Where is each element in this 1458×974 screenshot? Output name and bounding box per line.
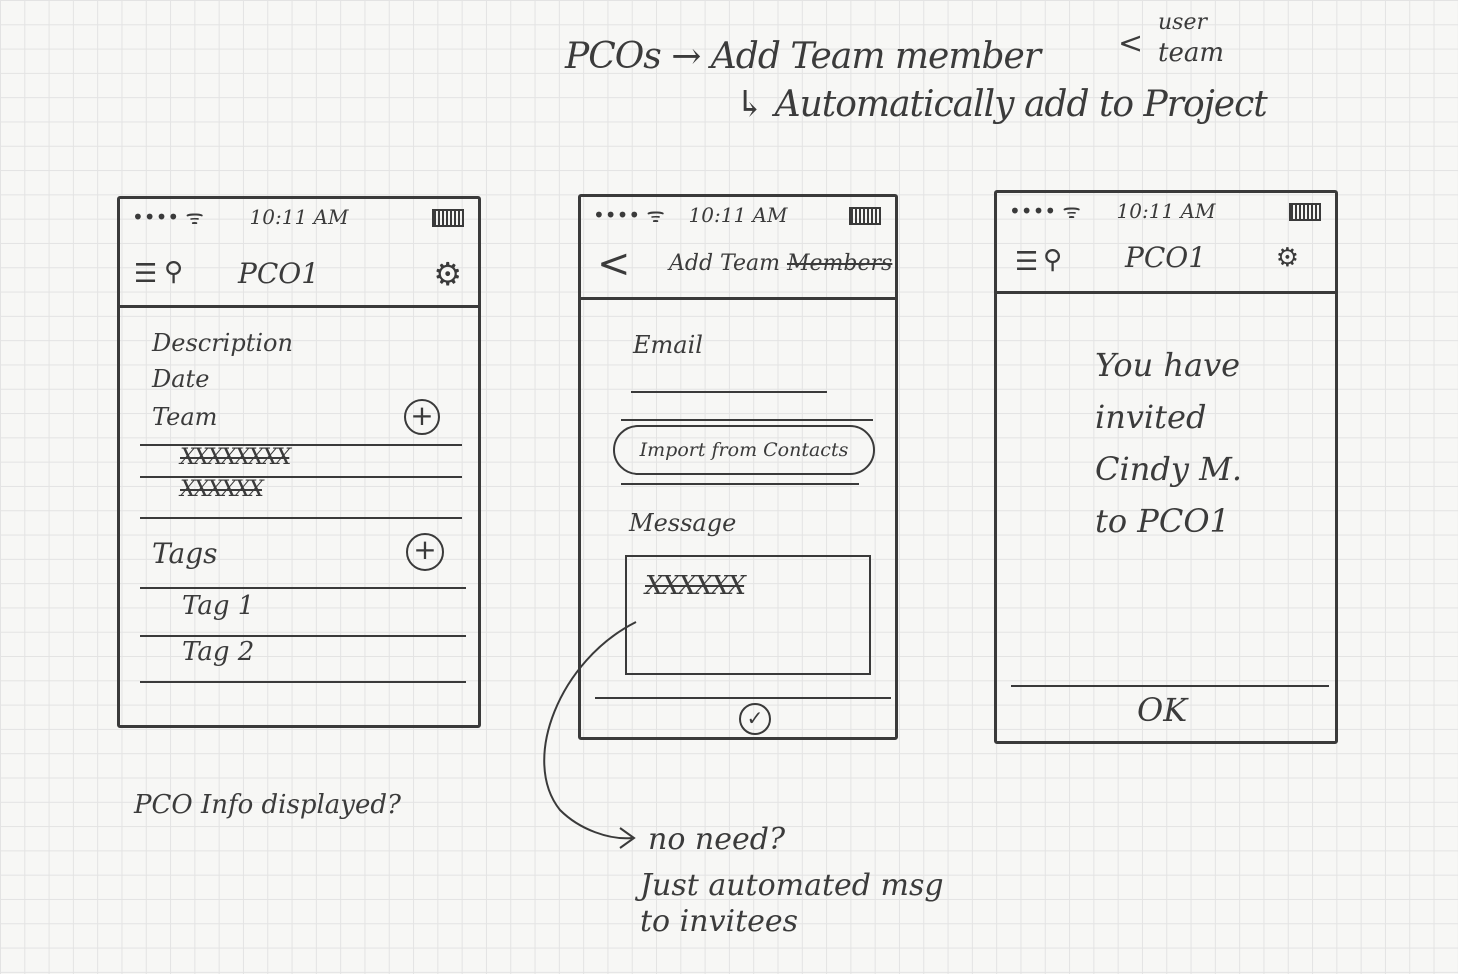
no-need-note: no need? [648, 822, 786, 857]
tag-item[interactable]: Tag 2 [182, 637, 255, 667]
team-member-item[interactable]: XXXXXXXX [180, 445, 291, 470]
confirmation-line: invited [1095, 398, 1207, 436]
wifi-icon: ᯤ [1062, 199, 1081, 223]
struck-title-text: Members [787, 251, 893, 276]
battery-icon [432, 209, 464, 227]
description-label: Description [152, 329, 293, 357]
search-icon[interactable]: ⚲ [1043, 245, 1063, 275]
divider [1011, 685, 1329, 687]
phone-screen-pco-detail: •••• ᯤ 10:11 AM ☰ ⚲ PCO1 ⚙ Description D… [117, 196, 481, 728]
user-note: user [1158, 10, 1207, 35]
gear-icon[interactable]: ⚙ [433, 255, 462, 293]
confirmation-message: You have invited Cindy M. to PCO1 [1095, 339, 1242, 547]
invitees-note: to invitees [640, 904, 799, 939]
page-title: Add Team Members [669, 251, 892, 276]
battery-icon [849, 207, 881, 225]
team-member-item[interactable]: XXXXXX [180, 477, 264, 502]
signal-icon: •••• ᯤ [593, 203, 665, 227]
team-note: team [1158, 38, 1224, 68]
gear-icon[interactable]: ⚙ [1275, 243, 1299, 273]
status-bar: •••• ᯤ 10:11 AM [581, 203, 895, 227]
ok-button[interactable]: OK [1137, 691, 1188, 729]
status-time: 10:11 AM [249, 205, 349, 229]
automated-msg-note: Just automated msg [640, 868, 944, 903]
divider [140, 444, 462, 446]
status-bar: •••• ᯤ 10:11 AM [120, 205, 478, 229]
status-time: 10:11 AM [688, 203, 788, 227]
divider [140, 517, 462, 519]
page-title: PCO1 [1125, 241, 1207, 274]
pco-info-note: PCO Info displayed? [134, 790, 401, 820]
wifi-icon: ᯤ [185, 205, 204, 229]
signal-icon: •••• ᯤ [1009, 199, 1081, 223]
divider [140, 476, 462, 478]
phone-screen-invite-confirmation: •••• ᯤ 10:11 AM ☰ ⚲ PCO1 ⚙ You have invi… [994, 190, 1338, 744]
auto-add-note: ↳ Automatically add to Project [735, 84, 1268, 125]
nav-bar: < Add Team Members [581, 237, 895, 300]
left-arrow-icon: < [1118, 26, 1144, 61]
wifi-icon: ᯤ [646, 203, 665, 227]
add-team-member-button[interactable]: + [404, 399, 440, 435]
phone-screen-add-team: •••• ᯤ 10:11 AM < Add Team Members Email… [578, 194, 898, 740]
signal-icon: •••• ᯤ [132, 205, 204, 229]
search-icon[interactable]: ⚲ [164, 257, 184, 287]
divider [140, 587, 466, 589]
confirmation-line: You have [1095, 346, 1241, 384]
message-textarea[interactable]: XXXXXX [625, 555, 871, 675]
date-label: Date [152, 365, 210, 393]
divider [621, 483, 859, 485]
import-from-contacts-button[interactable]: Import from Contacts [613, 425, 875, 475]
divider [140, 635, 466, 637]
tags-label: Tags [152, 537, 218, 570]
flow-note: PCOs → Add Team member [565, 36, 1041, 77]
tag-item[interactable]: Tag 1 [182, 591, 255, 621]
divider [595, 697, 891, 699]
team-label: Team [152, 403, 218, 431]
curved-arrow-icon: ↳ [735, 84, 775, 125]
menu-icon[interactable]: ☰ [134, 259, 158, 289]
status-time: 10:11 AM [1116, 199, 1216, 223]
status-bar: •••• ᯤ 10:11 AM [997, 199, 1335, 223]
email-field[interactable] [631, 391, 827, 393]
back-chevron-icon[interactable]: < [597, 241, 631, 287]
battery-icon [1289, 203, 1321, 221]
confirmation-line: to PCO1 [1095, 502, 1230, 540]
nav-bar: ☰ ⚲ PCO1 ⚙ [997, 231, 1335, 294]
menu-icon[interactable]: ☰ [1015, 247, 1039, 277]
confirmation-line: Cindy M. [1095, 450, 1242, 488]
auto-add-text: Automatically add to Project [774, 84, 1268, 125]
message-label: Message [629, 509, 737, 537]
divider [621, 419, 873, 421]
title-text: Add Team [669, 251, 781, 276]
page-title: PCO1 [238, 257, 320, 290]
nav-bar: ☰ ⚲ PCO1 ⚙ [120, 245, 478, 308]
email-label: Email [633, 331, 703, 359]
message-value: XXXXXX [645, 571, 746, 601]
submit-check-button[interactable]: ✓ [739, 703, 771, 735]
add-tag-button[interactable]: + [406, 533, 444, 571]
divider [140, 681, 466, 683]
